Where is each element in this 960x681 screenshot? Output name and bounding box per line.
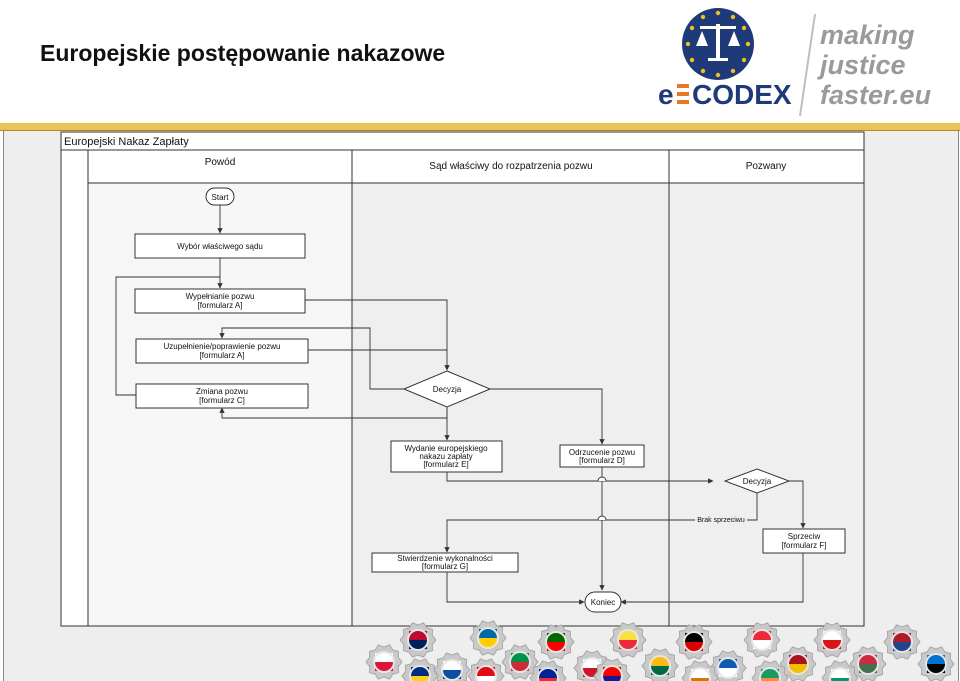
step-stwierdzenie-wykonalnosci: Stwierdzenie wykonalności [formularz G] xyxy=(371,552,519,573)
step-uzupelnienie-line1: Uzupełnienie/poprawienie pozwu xyxy=(164,342,281,351)
lane-header-powod: Powód xyxy=(205,157,236,168)
step-wybor-line1: Wybór właściwego sądu xyxy=(177,242,263,251)
header-divider-line xyxy=(0,130,960,131)
step-odrzucenie-line1: Odrzucenie pozwu xyxy=(569,448,635,457)
brand-equals-icon xyxy=(677,84,689,104)
step-wydanie-nakazu: Wydanie europejskiego nakazu zapłaty [fo… xyxy=(390,440,503,473)
step-odrzucenie-line2: [formularz D] xyxy=(579,456,625,465)
decision-1: Decyzja xyxy=(402,370,492,408)
step-stwierdzenie-line1: Stwierdzenie wykonalności xyxy=(397,554,493,563)
decision-1-label: Decyzja xyxy=(433,385,462,394)
step-wypelnianie-line1: Wypełnianie pozwu xyxy=(186,292,255,301)
tagline-line3: faster.eu xyxy=(820,80,932,110)
decision-2-label: Decyzja xyxy=(743,477,772,486)
page-title: Europejskie postępowanie nakazowe xyxy=(40,40,446,66)
start-label: Start xyxy=(212,193,230,202)
end-node: Koniec xyxy=(584,591,622,613)
step-wydanie-line2: nakazu zapłaty xyxy=(419,452,472,461)
step-sprzeciw-line1: Sprzeciw xyxy=(788,532,821,541)
step-wypelnianie-pozwu: Wypełnianie pozwu [formularz A] xyxy=(134,288,306,314)
step-stwierdzenie-line2: [formularz G] xyxy=(422,562,468,571)
step-zmiana-line2: [formularz C] xyxy=(199,396,245,405)
step-wypelnianie-line2: [formularz A] xyxy=(198,301,243,310)
step-odrzucenie-pozwu: Odrzucenie pozwu [formularz D] xyxy=(559,444,645,468)
decision-2: Decyzja xyxy=(723,468,791,494)
start-node: Start xyxy=(205,187,235,206)
tagline-line2: justice xyxy=(817,50,906,80)
lane-header-pozwany: Pozwany xyxy=(746,161,787,172)
step-sprzeciw: Sprzeciw [formularz F] xyxy=(762,528,846,554)
step-zmiana-line1: Zmiana pozwu xyxy=(196,387,248,396)
header-divider-bar xyxy=(0,123,960,130)
step-zmiana-pozwu: Zmiana pozwu [formularz C] xyxy=(135,383,309,409)
step-uzupelnienie-line2: [formularz A] xyxy=(200,351,245,360)
tagline-line1: making xyxy=(820,20,915,50)
end-label: Koniec xyxy=(591,598,615,607)
pool-title: Europejski Nakaz Zapłaty xyxy=(64,136,189,148)
step-wydanie-line1: Wydanie europejskiego xyxy=(404,444,488,453)
scales-of-justice-icon xyxy=(682,8,754,80)
step-uzupelnienie-pozwu: Uzupełnienie/poprawienie pozwu [formular… xyxy=(135,338,309,364)
lane-header-sad: Sąd właściwy do rozpatrzenia pozwu xyxy=(429,161,592,172)
brand-prefix: e xyxy=(658,79,674,110)
ecodex-logo: e CODEX making justice faster.eu xyxy=(658,8,932,117)
brand-suffix: CODEX xyxy=(692,79,792,110)
step-sprzeciw-line2: [formularz F] xyxy=(782,541,827,550)
edge-label-brak-sprzeciwu: Brak sprzeciwu xyxy=(697,517,745,524)
step-wydanie-line3: [formularz E] xyxy=(423,460,468,469)
step-wybor-sadu: Wybór właściwego sądu xyxy=(134,233,306,259)
